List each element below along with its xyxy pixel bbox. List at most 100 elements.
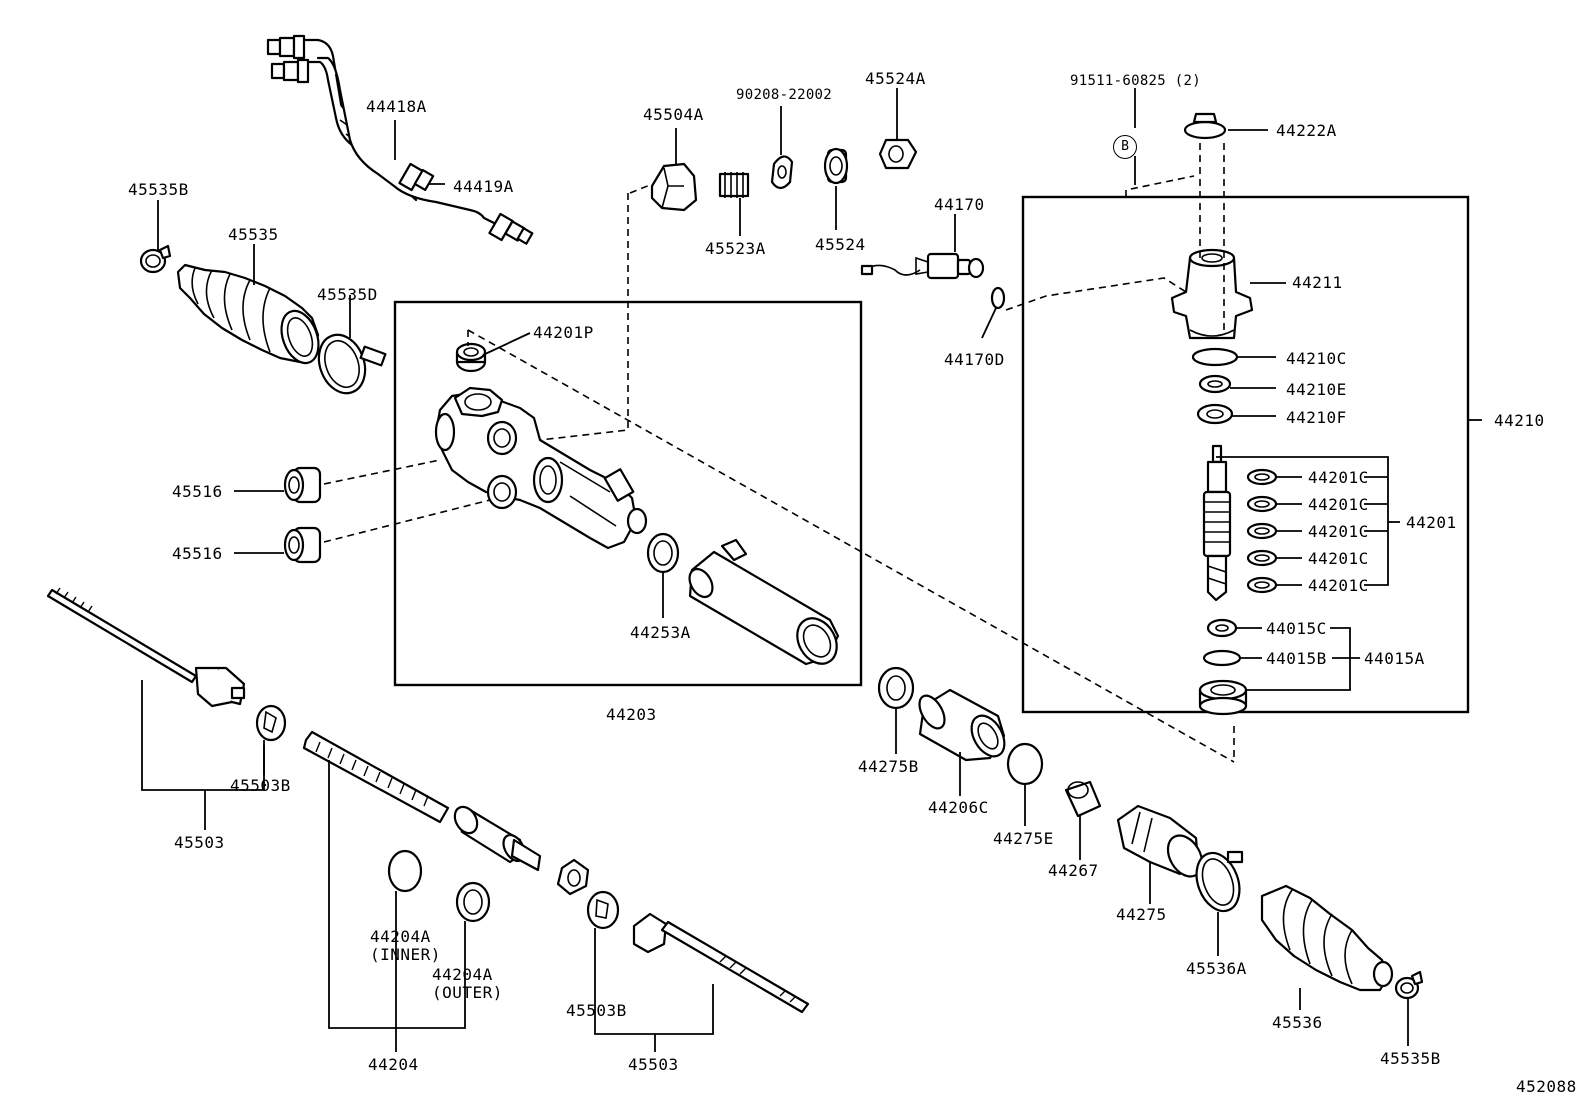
clamp-45535B-top	[139, 244, 172, 274]
label-44210: 44210	[1494, 411, 1545, 430]
bushing-44267	[1064, 780, 1102, 818]
label-44015B: 44015B	[1266, 649, 1327, 668]
label-44015A: 44015A	[1364, 649, 1425, 668]
label-44210C: 44210C	[1286, 349, 1347, 368]
label-44419A: 44419A	[453, 177, 514, 196]
label-44222A: 44222A	[1276, 121, 1337, 140]
label-44267: 44267	[1048, 861, 1099, 880]
cylinder-44206C	[918, 688, 1006, 762]
label-44015C: 44015C	[1266, 619, 1327, 638]
leader-lines	[141, 88, 1482, 1052]
label-44210F: 44210F	[1286, 408, 1347, 427]
box-44210-valve-group	[1021, 195, 1470, 714]
band-45535D	[317, 333, 387, 395]
clamp-45535B-bottom	[1394, 970, 1424, 1000]
label-44275E: 44275E	[993, 829, 1054, 848]
label-45524A: 45524A	[865, 69, 926, 88]
rack-sleeve	[556, 858, 590, 896]
rack-guide-45504A	[650, 162, 698, 212]
label-44275: 44275	[1116, 905, 1167, 924]
diagram-id: 452088	[1516, 1077, 1577, 1096]
label-44201C-2: 44201C	[1308, 495, 1369, 514]
label-45503B-left: 45503B	[230, 776, 291, 795]
pressure-tubes	[266, 34, 534, 245]
bearing-44210F	[1196, 403, 1234, 425]
seal-44275B	[877, 666, 915, 710]
label-44204A-inner-note: (INNER)	[370, 945, 441, 964]
oring-44170D	[990, 286, 1006, 310]
bushing-44204A-inner	[387, 849, 423, 893]
label-45503-left: 45503	[174, 833, 225, 852]
label-44204A-inner: 44204A	[370, 927, 431, 946]
label-45535: 45535	[228, 225, 279, 244]
rack-44204	[302, 730, 542, 872]
gear-housing-44203	[434, 386, 648, 550]
valve-shaft-44201	[1202, 444, 1232, 602]
label-45535B-top: 45535B	[128, 180, 189, 199]
label-44203: 44203	[606, 705, 657, 724]
label-44206C: 44206C	[928, 798, 989, 817]
seal-44210E	[1198, 374, 1232, 394]
label-44418A: 44418A	[366, 97, 427, 116]
reference-marker-b: B	[1113, 135, 1137, 159]
label-44204A-outer: 44204A	[432, 965, 493, 984]
valve-housing-44211	[1170, 248, 1254, 340]
label-45536A: 45536A	[1186, 959, 1247, 978]
seal-44253A	[646, 532, 680, 574]
band-45536A	[1195, 850, 1244, 913]
locknut-45524A	[878, 138, 918, 170]
label-91511-60825: 91511-60825 (2)	[1070, 73, 1201, 89]
label-44204A-outer-note: (OUTER)	[432, 983, 503, 1002]
oring-44210C	[1191, 347, 1239, 367]
plug-45524	[823, 147, 849, 185]
label-44201P: 44201P	[533, 323, 594, 342]
label-45516-lower: 45516	[172, 544, 223, 563]
oring-44275E	[1006, 742, 1044, 786]
label-44204: 44204	[368, 1055, 419, 1074]
label-44201C-3: 44201C	[1308, 522, 1369, 541]
label-45516-upper: 45516	[172, 482, 223, 501]
boot-45535	[176, 263, 320, 365]
label-45536: 45536	[1272, 1013, 1323, 1032]
bushing-44204A-outer	[455, 881, 491, 923]
label-44253A: 44253A	[630, 623, 691, 642]
bushing-45516-upper	[283, 466, 322, 504]
label-44170: 44170	[934, 195, 985, 214]
label-45524: 45524	[815, 235, 866, 254]
label-45504A: 45504A	[643, 105, 704, 124]
label-44170D: 44170D	[944, 350, 1005, 369]
bellows-45503B-middle	[586, 890, 620, 930]
boot-45536	[1260, 884, 1394, 992]
label-44275B: 44275B	[858, 757, 919, 776]
bushing-45516-lower	[283, 526, 322, 564]
dust-cover-44222A	[1183, 112, 1227, 140]
seal-44201P	[455, 342, 487, 373]
bellows-45503B-left	[255, 704, 287, 742]
label-44201C-1: 44201C	[1308, 468, 1369, 487]
label-45503-middle: 45503	[628, 1055, 679, 1074]
label-45535B-bottom: 45535B	[1380, 1049, 1441, 1068]
tie-rod-45503-right	[632, 912, 810, 1014]
washer-90208-22002	[770, 155, 794, 190]
dashed-reference-lines	[323, 143, 1235, 763]
seal-44015C	[1206, 618, 1238, 638]
cylinder-tube	[688, 538, 840, 666]
oring-44015B	[1202, 649, 1242, 667]
tie-rod-45503-left	[46, 587, 246, 708]
label-45503B-middle: 45503B	[566, 1001, 627, 1020]
bearing-assembly	[1198, 679, 1248, 716]
label-45523A: 45523A	[705, 239, 766, 258]
label-44201: 44201	[1406, 513, 1457, 532]
label-44211: 44211	[1292, 273, 1343, 292]
label-44201C-5: 44201C	[1308, 576, 1369, 595]
spring-45523A	[718, 172, 750, 198]
label-45535D: 45535D	[317, 285, 378, 304]
label-90208-22002: 90208-22002	[736, 87, 833, 103]
holder-44275	[1116, 804, 1204, 878]
seal-rings-44201C	[1246, 468, 1278, 594]
label-44210E: 44210E	[1286, 380, 1347, 399]
label-44201C-4: 44201C	[1308, 549, 1369, 568]
sensor-44170	[860, 252, 985, 280]
